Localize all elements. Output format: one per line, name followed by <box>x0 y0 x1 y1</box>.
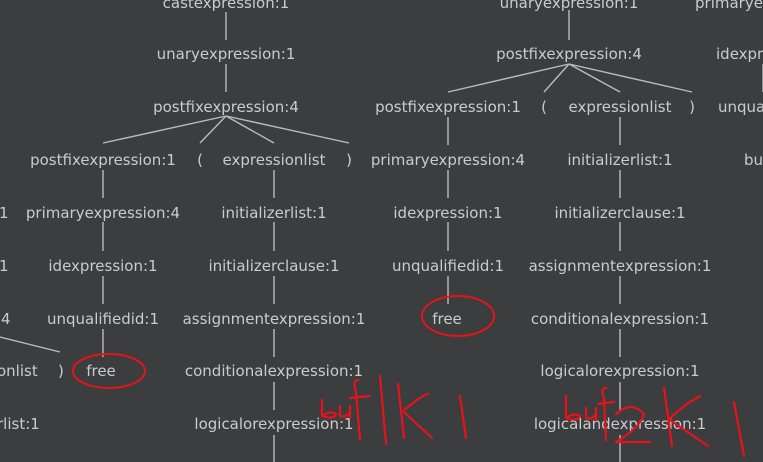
node-clipped-one-b: 1 <box>0 257 9 275</box>
handwriting-buf-k-1 <box>320 374 468 446</box>
edge-postfix-openparen-right <box>543 63 570 93</box>
node-castexpression: castexpression:1 <box>163 0 290 12</box>
node-unqualifiedid-right: unqualifiedid:1 <box>392 257 504 275</box>
node-expressionlist-right: expressionlist <box>569 98 672 116</box>
node-unaryexpression: unaryexpression:1 <box>157 45 296 63</box>
node-clipped-four: 4 <box>1 310 11 328</box>
red-annotations <box>72 295 746 458</box>
node-postfixexpression-parent: postfixexpression:4 <box>153 98 299 116</box>
node-clipped-primarye: primarye <box>695 0 763 12</box>
node-open-paren-right: ( <box>541 98 547 116</box>
node-assignmentexpression-right: assignmentexpression:1 <box>529 257 712 275</box>
node-initializerlist: initializerlist:1 <box>221 204 326 222</box>
circle-free-right <box>421 295 495 337</box>
node-free-right: free <box>432 310 462 328</box>
left-tree-edges <box>0 12 350 462</box>
node-assignmentexpression: assignmentexpression:1 <box>183 310 366 328</box>
node-clipped-idexpr: idexpr <box>716 45 763 63</box>
node-idexpression-right: idexpression:1 <box>393 204 502 222</box>
node-primaryexpression: primaryexpression:4 <box>26 204 180 222</box>
node-clipped-unqua: unqua <box>718 98 763 116</box>
handwriting-buf-k-2 <box>564 386 746 458</box>
node-postfixexpression-child-right: postfixexpression:1 <box>375 98 521 116</box>
node-close-paren-right: ) <box>689 98 695 116</box>
right-tree-nodes: unaryexpression:1 postfixexpression:4 po… <box>371 0 711 433</box>
node-postfixexpression-parent-right: postfixexpression:4 <box>496 45 642 63</box>
right-edge-clipped-nodes: primarye idexpr unqua bu <box>695 0 763 169</box>
right-tree-edges <box>447 10 763 462</box>
node-clipped-one-a: 1 <box>0 204 9 222</box>
node-clipped-onlist: onlist <box>0 362 38 380</box>
edge-postfix-child-right <box>447 63 570 93</box>
node-close-paren: ) <box>346 151 352 169</box>
node-clipped-rlist: rlist:1 <box>0 415 40 433</box>
node-logicalorexpression: logicalorexpression:1 <box>194 415 353 433</box>
node-free: free <box>86 362 116 380</box>
left-edge-clipped-nodes: 1 1 4 onlist ) rlist:1 <box>0 204 64 433</box>
edge-postfix-openparen-left <box>199 115 227 144</box>
node-clipped-close-paren: ) <box>58 362 64 380</box>
node-conditionalexpression: conditionalexpression:1 <box>185 362 363 380</box>
node-open-paren: ( <box>197 151 203 169</box>
node-postfixexpression-child: postfixexpression:1 <box>30 151 176 169</box>
node-primaryexpression-right: primaryexpression:4 <box>371 151 525 169</box>
node-conditionalexpression-right: conditionalexpression:1 <box>531 310 709 328</box>
edge-postfix-child-left <box>102 115 227 144</box>
node-initializerclause-right: initializerclause:1 <box>554 204 685 222</box>
node-idexpression: idexpression:1 <box>48 257 157 275</box>
edge-postfix-closeparen-left <box>225 115 350 144</box>
edge-postfix-exprlist-right <box>568 63 621 93</box>
node-unqualifiedid: unqualifiedid:1 <box>47 310 159 328</box>
node-logicalandexpression-right: logicalandexpression:1 <box>534 415 706 433</box>
node-initializerlist-right: initializerlist:1 <box>567 151 672 169</box>
node-initializerclause: initializerclause:1 <box>208 257 339 275</box>
node-logicalorexpression-right: logicalorexpression:1 <box>540 362 699 380</box>
left-tree-nodes: castexpression:1 unaryexpression:1 postf… <box>26 0 365 433</box>
edge-postfix-exprlist-left <box>225 115 275 144</box>
edge-postfix-closeparen-right <box>568 63 693 93</box>
node-clipped-bu: bu <box>744 151 763 169</box>
circle-free-left <box>72 353 146 389</box>
node-unaryexpression-right: unaryexpression:1 <box>500 0 639 12</box>
node-expressionlist: expressionlist <box>223 151 326 169</box>
edge-offscreen-left <box>0 336 61 353</box>
